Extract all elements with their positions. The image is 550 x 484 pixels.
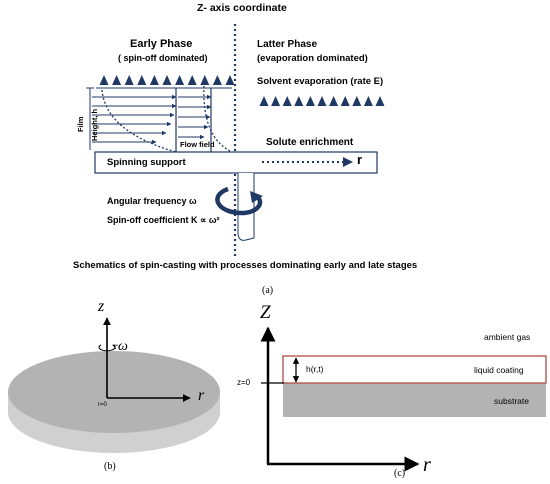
coating-r-label: r (423, 454, 431, 476)
evaporation-triangle-early (162, 75, 172, 85)
evaporation-triangle-late (282, 96, 292, 106)
r-axis-label-a: r (357, 152, 363, 167)
disk-r-label: r (198, 387, 205, 404)
evaporation-triangle-late (375, 96, 385, 106)
spinning-support-box (94, 151, 378, 174)
panel-c-graphics (260, 326, 547, 472)
evaporation-triangle-late (340, 96, 350, 106)
evaporation-triangle-late (329, 96, 339, 106)
late-evaporation-triangles (259, 96, 385, 106)
z0-label: z=0 (237, 378, 251, 387)
angular-frequency-label: Angular frequency ω (107, 196, 197, 206)
substrate-label: substrate (494, 396, 529, 406)
spin-shaft (237, 173, 255, 241)
latter-phase-title: Latter Phase (257, 39, 318, 50)
omega-rotation-arrow (98, 344, 115, 352)
panel-c-label: (c) (394, 468, 406, 479)
velocity-profile-curve-1 (101, 89, 177, 153)
evaporation-triangle-late (294, 96, 304, 106)
flow-field-label: Flow field (180, 140, 215, 149)
evaporation-triangle-early (225, 75, 235, 85)
spinning-support-label: Spinning support (107, 157, 186, 168)
flow-field-arrows (92, 94, 212, 145)
rotation-arrow-head (250, 191, 263, 203)
liquid-coating-label: liquid coating (474, 365, 524, 375)
velocity-profile-curve-2 (203, 85, 233, 153)
r0-label: r=0 (98, 402, 107, 408)
omega-label: ω (118, 339, 128, 354)
panel-b-graphics (8, 317, 220, 453)
evaporation-triangle-early (112, 75, 122, 85)
liquid-coating-layer (282, 355, 547, 384)
evaporation-triangle-early (124, 75, 134, 85)
early-phase-subtitle: ( spin-off dominated) (118, 53, 208, 63)
panel-b-label: (b) (104, 461, 116, 472)
panel-a-caption: Schematics of spin-casting with processe… (73, 260, 418, 271)
height-label: Height, h (90, 108, 99, 141)
latter-phase-subtitle: (evaporation dominated) (257, 53, 368, 64)
film-label: Film (76, 116, 85, 132)
evaporation-triangle-early (99, 75, 109, 85)
evaporation-triangle-early (200, 75, 210, 85)
solute-enrichment-label: Solute enrichment (266, 137, 354, 148)
early-evaporation-triangles (99, 75, 235, 85)
h-label: h(r,t) (306, 364, 324, 374)
evaporation-triangle-late (352, 96, 362, 106)
evaporation-triangle-early (137, 75, 147, 85)
early-phase-title: Early Phase (130, 38, 193, 50)
evaporation-triangle-late (259, 96, 269, 106)
evaporation-triangle-late (305, 96, 315, 106)
panel-a-label: (a) (262, 285, 274, 296)
ambient-gas-label: ambient gas (484, 332, 531, 342)
evaporation-triangle-late (271, 96, 281, 106)
panel-a-graphics (86, 24, 385, 258)
disk-top (8, 351, 220, 433)
evaporation-triangle-early (149, 75, 159, 85)
coating-z-label: Z (260, 302, 271, 323)
evaporation-triangle-early (187, 75, 197, 85)
rotation-arrow (215, 186, 263, 216)
spin-off-coefficient-label: Spin-off coefficient K ∝ ω² (107, 215, 220, 225)
solvent-evaporation-label: Solvent evaporation (rate E) (257, 76, 384, 87)
disk-z-label: z (98, 298, 105, 315)
evaporation-triangle-early (212, 75, 222, 85)
evaporation-triangle-early (175, 75, 185, 85)
substrate-layer (283, 383, 546, 417)
evaporation-triangle-late (363, 96, 373, 106)
z-axis-title: Z- axis coordinate (197, 2, 287, 14)
evaporation-triangle-late (317, 96, 327, 106)
